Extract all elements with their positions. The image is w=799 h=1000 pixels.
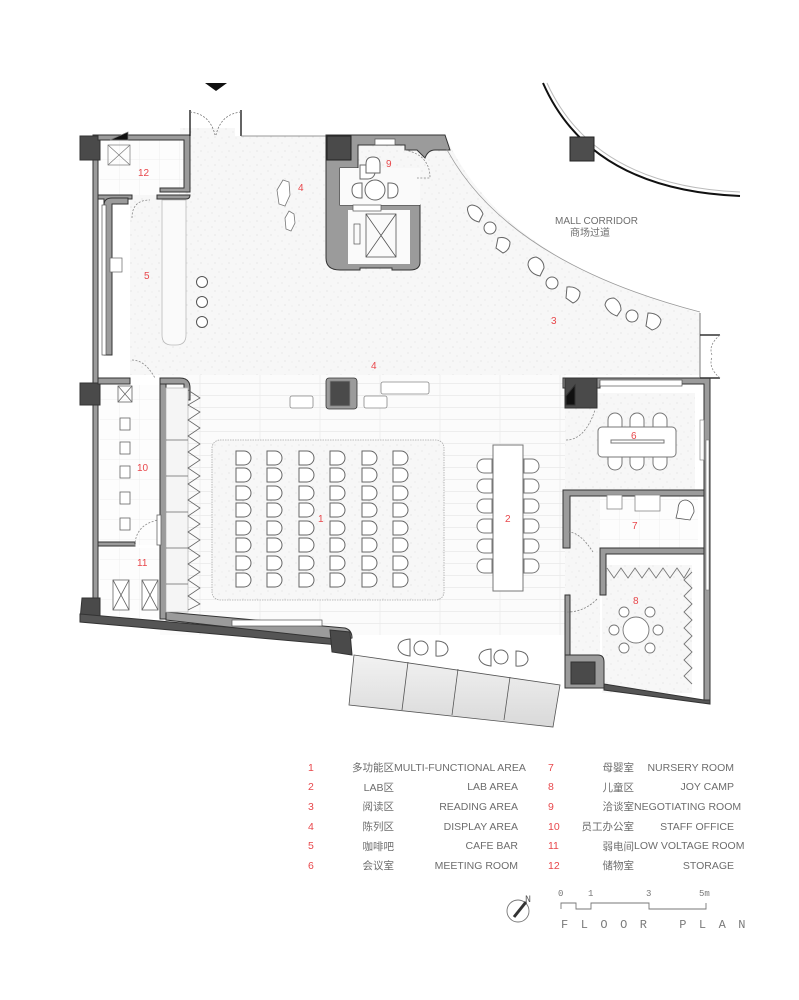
joy-camp <box>566 567 693 685</box>
legend-num: 7 <box>548 761 554 774</box>
legend-zh: 母婴室 <box>602 762 635 775</box>
legend-num: 6 <box>308 859 314 872</box>
legend-zh: LAB区 <box>363 781 394 794</box>
legend-en: MEETING ROOM <box>434 859 518 872</box>
entrance-arrow-icon <box>205 83 227 91</box>
meeting-table <box>565 409 677 471</box>
room-label-9: 9 <box>386 159 392 170</box>
legend-zh: 陈列区 <box>362 821 395 834</box>
legend-item: 12 储物室 STORAGE <box>548 856 734 876</box>
seating-chairs <box>235 450 409 588</box>
staff-office-desks <box>117 385 162 547</box>
room-label-11: 11 <box>137 558 148 569</box>
svg-text:N: N <box>525 895 531 906</box>
room-label-3: 3 <box>551 316 557 327</box>
mall-corridor-wall <box>542 82 741 197</box>
legend-en: JOY CAMP <box>680 781 734 794</box>
legend-num: 2 <box>308 781 314 794</box>
legend-num: 5 <box>308 840 314 853</box>
side-entrance-doors <box>710 334 721 379</box>
scale-tick-3: 3 <box>646 889 652 899</box>
entrance-doors <box>189 110 330 137</box>
nursery-fixtures <box>567 494 695 553</box>
room-label-1: 1 <box>318 514 324 525</box>
north-arrow-icon: N <box>506 895 531 923</box>
scale-bar <box>560 902 707 910</box>
display-tables <box>289 377 430 410</box>
low-voltage-cabinets <box>112 579 159 611</box>
legend-num: 11 <box>548 840 559 853</box>
legend-en: LAB AREA <box>467 781 518 794</box>
floor-plan-title: FLOOR PLAN <box>561 918 759 932</box>
legend-item: 4 陈列区 DISPLAY AREA <box>308 817 518 837</box>
legend-zh: 弱电间 <box>602 840 635 853</box>
corridor-label-en: MALL CORRIDOR <box>555 216 638 227</box>
legend-en: STORAGE <box>682 859 734 872</box>
legend-num: 1 <box>308 761 314 774</box>
legend-num: 4 <box>308 820 314 833</box>
legend-num: 8 <box>548 781 554 794</box>
legend-num: 9 <box>548 800 554 813</box>
room-label-4-top: 4 <box>298 183 304 194</box>
room-label-12: 12 <box>138 168 150 179</box>
room-label-5: 5 <box>144 271 150 282</box>
glass-canopy <box>348 654 561 728</box>
display-pods <box>276 179 296 232</box>
legend-num: 10 <box>548 820 560 833</box>
negotiating-room-core <box>325 134 451 271</box>
legend-item: 7 母婴室 NURSERY ROOM <box>548 758 734 778</box>
legend-zh: 儿童区 <box>602 781 635 794</box>
legend-en: CAFE BAR <box>465 840 518 853</box>
legend-zh: 储物室 <box>602 860 635 873</box>
legend-en: NEGOTIATING ROOM <box>634 800 742 813</box>
legend-en: MULTI-FUNCTIONAL AREA <box>394 761 526 774</box>
scale-tick-5m: 5m <box>699 889 710 899</box>
corridor-label-zh: 商场过道 <box>570 226 610 239</box>
legend-zh: 阅读区 <box>362 801 395 814</box>
legend-en: DISPLAY AREA <box>443 820 518 833</box>
room-label-6: 6 <box>631 431 637 442</box>
room-label-2: 2 <box>505 514 511 525</box>
storage-shaft <box>107 131 131 166</box>
legend-item: 6 会议室 MEETING ROOM <box>308 856 518 876</box>
legend-num: 12 <box>548 859 560 872</box>
walls <box>79 134 720 705</box>
window-seats <box>397 638 529 667</box>
legend-zh: 会议室 <box>362 860 395 873</box>
room-labels: 1 2 3 4 4 5 6 7 8 9 10 11 12 <box>137 159 639 607</box>
legend-item: 8 儿童区 JOY CAMP <box>548 778 734 798</box>
room-label-7: 7 <box>632 521 638 532</box>
room-label-4-mid: 4 <box>371 361 377 372</box>
stage-steps <box>165 387 201 613</box>
scale-tick-1: 1 <box>588 889 594 899</box>
legend-item: 3 阅读区 READING AREA <box>308 797 518 817</box>
legend-item: 2 LAB区 LAB AREA <box>308 778 518 798</box>
legend-zh: 咖啡吧 <box>362 840 395 853</box>
legend-item: 5 咖啡吧 CAFE BAR <box>308 836 518 856</box>
legend-zh: 多功能区 <box>352 762 394 775</box>
scale-tick-0: 0 <box>558 889 564 899</box>
reading-seats <box>441 139 701 331</box>
lab-table <box>476 444 540 592</box>
cafe-bar <box>109 199 208 379</box>
legend-en: NURSERY ROOM <box>647 761 734 774</box>
legend-en: STAFF OFFICE <box>660 820 734 833</box>
legend-item: 10 员工办公室 STAFF OFFICE <box>548 817 734 837</box>
legend-zh: 员工办公室 <box>581 821 635 834</box>
room-label-8: 8 <box>633 596 639 607</box>
room-label-10: 10 <box>137 463 149 474</box>
legend-en: LOW VOLTAGE ROOM <box>634 840 745 853</box>
legend-zh: 洽谈室 <box>602 801 635 814</box>
legend-num: 3 <box>308 800 314 813</box>
legend-en: READING AREA <box>439 800 518 813</box>
